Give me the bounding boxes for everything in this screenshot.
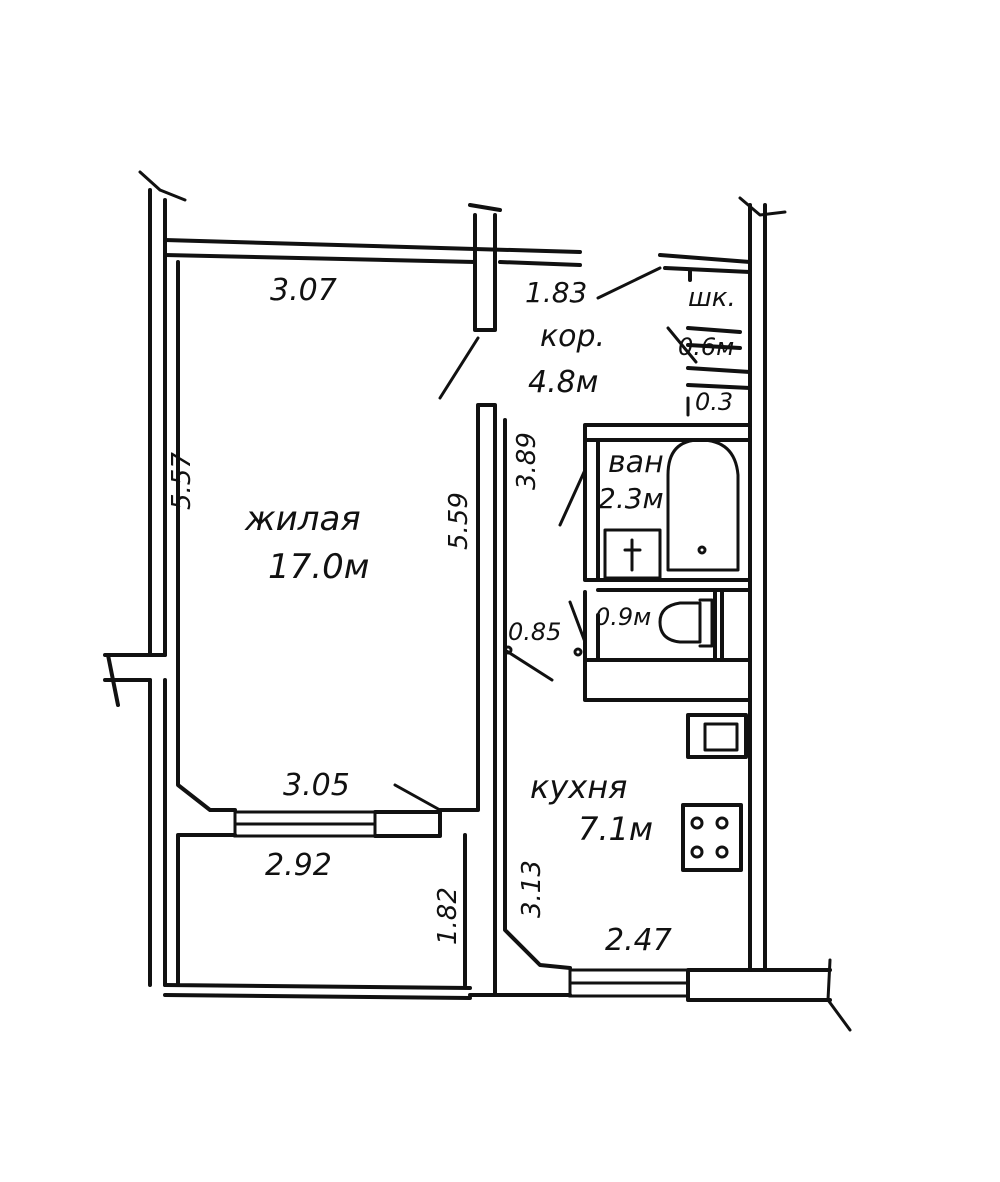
toilet-door	[568, 600, 587, 644]
right-exterior-wall	[748, 203, 767, 972]
kitchen-area: 7.1м	[578, 810, 653, 848]
kitchen-door	[503, 648, 554, 682]
closet-name: шк.	[688, 283, 736, 313]
living-name: жилая	[244, 499, 361, 539]
corridor-name: кор.	[540, 319, 605, 354]
kitchen-width: 2.47	[605, 923, 672, 958]
living-door	[438, 336, 480, 400]
kitchen-bottom-wall	[468, 968, 832, 1002]
stove	[681, 803, 743, 872]
bath-name: ван	[608, 445, 664, 480]
living-inner-right	[438, 403, 497, 837]
stove-burner-1	[690, 816, 704, 830]
labels: 3.07 5.57 5.59 жилая 17.0м 3.05 2.92 1.8…	[167, 273, 736, 958]
living-bottom-right	[373, 810, 442, 838]
bath-outline	[583, 423, 752, 592]
bath-area: 2.3м	[598, 482, 664, 515]
bathtub-drain	[697, 545, 707, 555]
wall-break-mark	[138, 170, 187, 202]
living-inner-left	[176, 260, 237, 812]
stove-burner-3	[690, 845, 704, 859]
toilet-bowl	[658, 598, 714, 648]
kitchen-door-post	[503, 645, 513, 655]
closet-partition	[686, 268, 752, 390]
corridor-door	[596, 266, 662, 300]
kitchen-name: кухня	[530, 768, 627, 806]
corridor-depth: 3.89	[512, 432, 542, 490]
toilet-door-post	[573, 647, 583, 657]
living-width-bottom: 3.05	[283, 768, 350, 803]
loggia-depth: 1.82	[433, 887, 463, 945]
wall-break-mark-right	[826, 958, 852, 1032]
corridor-top-wall	[658, 253, 752, 274]
left-exterior-wall	[148, 188, 167, 657]
loggia-width: 2.92	[265, 848, 332, 883]
toilet-partition	[713, 590, 724, 662]
closet-wall-width: 0.3	[695, 388, 733, 416]
corridor-width: 1.83	[525, 276, 587, 309]
washbasin	[603, 528, 662, 580]
living-depth-left: 5.57	[167, 452, 197, 510]
left-wall-notch	[103, 653, 167, 707]
kitchen-depth: 3.13	[517, 860, 547, 918]
bath-door	[558, 468, 587, 527]
toilet-width: 0.85	[508, 618, 561, 646]
walls	[103, 170, 852, 1032]
partition-column	[468, 203, 502, 332]
living-top-wall	[163, 238, 582, 267]
kitchen-left-wall	[493, 418, 572, 997]
closet-door-post	[686, 326, 742, 350]
loggia-outline	[163, 833, 472, 1000]
stove-burner-2	[715, 816, 729, 830]
wall-break-mark-top-right	[738, 196, 787, 217]
left-exterior-wall-lower	[148, 678, 167, 987]
living-width-top: 3.07	[270, 273, 337, 308]
washbasin-tap	[623, 538, 642, 572]
bathtub	[666, 438, 740, 572]
corridor-area: 4.8м	[528, 365, 598, 400]
kitchen-sink	[686, 713, 748, 759]
closet-door	[666, 326, 698, 364]
toilet-area: 0.9м	[595, 603, 651, 631]
kitchen-sink-inner	[703, 722, 739, 752]
living-depth-right: 5.59	[444, 492, 474, 550]
loggia-door	[393, 783, 442, 812]
stove-burner-4	[715, 845, 729, 859]
doors	[393, 266, 698, 812]
toilet-outline	[583, 590, 752, 702]
closet-area: 0.6м	[678, 333, 734, 361]
living-area: 17.0м	[268, 547, 369, 587]
